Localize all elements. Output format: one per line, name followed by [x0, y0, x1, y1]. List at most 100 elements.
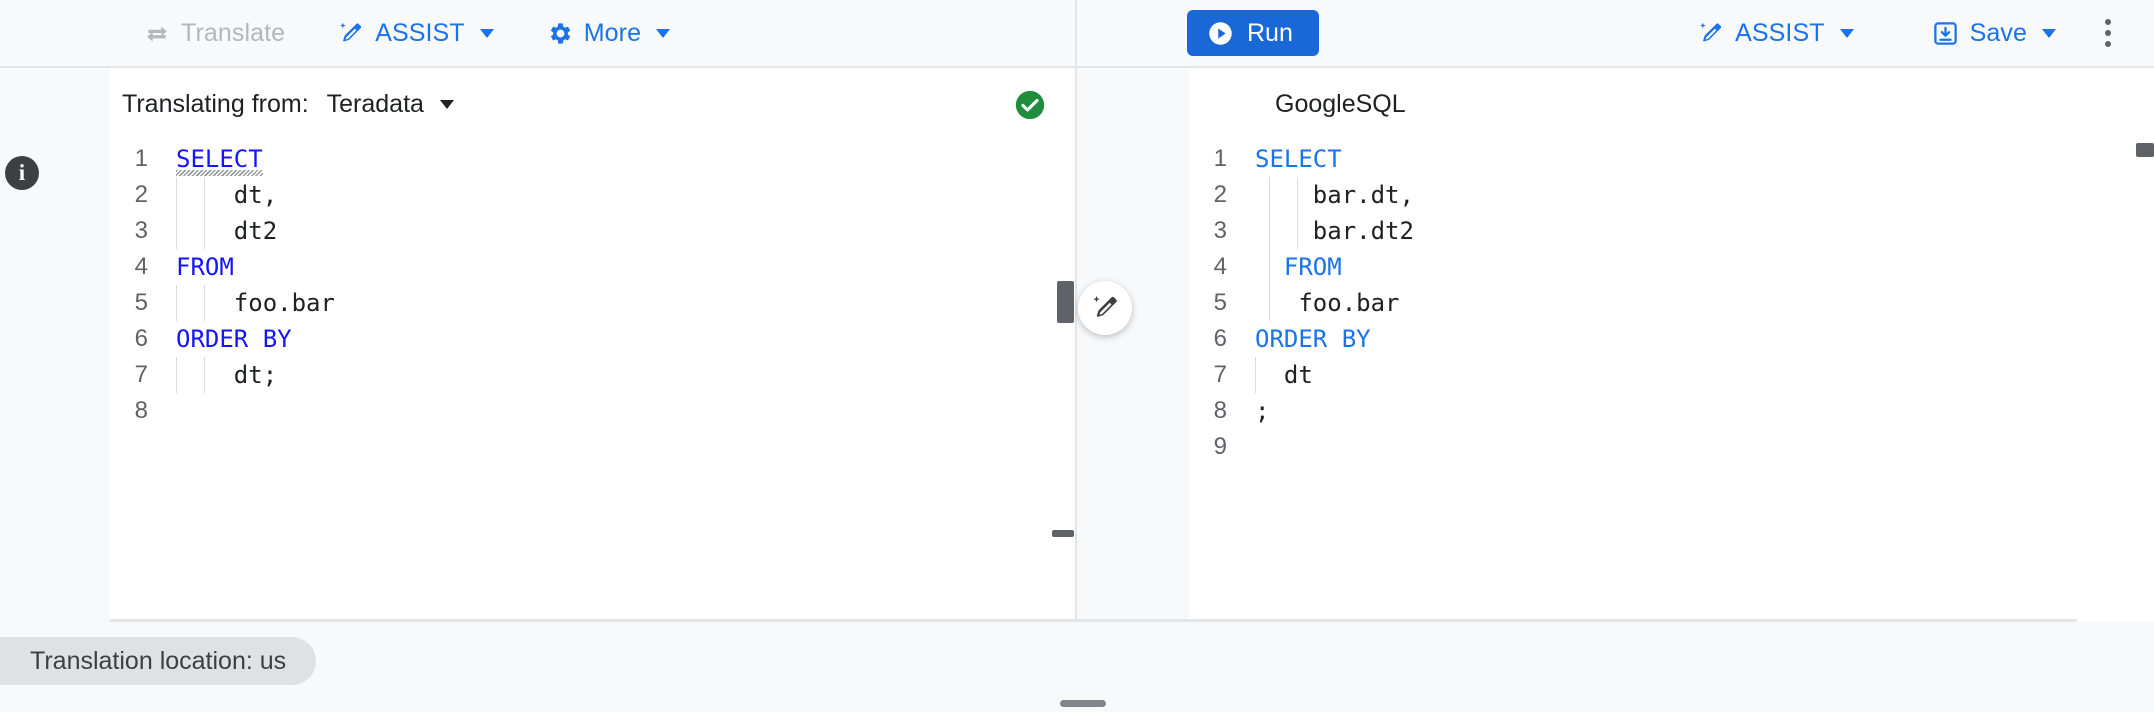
indent-guide: [204, 213, 205, 249]
sql-text: dt2: [176, 217, 278, 245]
code-line[interactable]: 7 dt;: [110, 357, 1075, 393]
sql-keyword: SELECT: [1255, 145, 1342, 173]
save-label: Save: [1969, 18, 2027, 47]
chevron-down-icon: [2042, 28, 2056, 38]
sql-keyword: FROM: [1255, 253, 1342, 281]
source-horizontal-scrollbar-thumb[interactable]: [1052, 530, 1074, 537]
line-text: ;: [1255, 393, 1269, 429]
footer-bar: Translation location: us: [0, 622, 2154, 712]
indent-guide: [1269, 249, 1270, 285]
chevron-down-icon: [1839, 28, 1854, 38]
target-info-gutter: [1079, 141, 1189, 622]
dialect-header-row: Translating from: Teradata GoogleSQL: [0, 68, 2154, 141]
source-dialect-select[interactable]: Teradata: [327, 90, 454, 119]
more-button[interactable]: More: [542, 13, 674, 54]
sql-text: bar.dt,: [1255, 181, 1414, 209]
gear-icon: [546, 20, 573, 47]
code-line[interactable]: 4 FROM: [1189, 249, 2154, 285]
indent-guide: [1269, 285, 1270, 321]
line-text: ORDER BY: [176, 321, 292, 357]
line-text: dt: [1255, 357, 1313, 393]
indent-guide: [1269, 177, 1270, 213]
line-number: 3: [1213, 217, 1227, 244]
line-number: 7: [134, 361, 148, 388]
line-number: 1: [134, 145, 148, 172]
chevron-down-icon: [656, 28, 671, 38]
sql-text: dt: [1255, 361, 1313, 389]
source-toolbar: Translate ASSIST More: [0, 0, 1077, 66]
code-line[interactable]: 5 foo.bar: [110, 285, 1075, 321]
line-number: 1: [1213, 145, 1227, 172]
line-number: 3: [134, 217, 148, 244]
chevron-down-icon: [479, 28, 494, 38]
sql-text: foo.bar: [176, 289, 335, 317]
magic-wand-edit-icon: [1090, 293, 1120, 323]
indent-guide: [176, 177, 177, 213]
sql-keyword: FROM: [176, 253, 234, 281]
panel-resize-grip[interactable]: [1060, 700, 1106, 707]
error-squiggle: [176, 170, 263, 176]
line-text: dt,: [176, 177, 277, 213]
line-text: foo.bar: [176, 285, 335, 321]
line-number: 2: [1213, 181, 1227, 208]
code-line[interactable]: 3 bar.dt2: [1189, 213, 2154, 249]
code-line[interactable]: 4 FROM: [110, 249, 1075, 285]
line-text: FROM: [176, 249, 234, 285]
code-line[interactable]: 3 dt2: [110, 213, 1075, 249]
editor-bottom-divider: [110, 619, 2077, 622]
code-line[interactable]: 1 SELECT: [110, 141, 1075, 177]
save-download-icon: [1932, 20, 1959, 47]
code-line[interactable]: 5 foo.bar: [1189, 285, 2154, 321]
source-dialect-value: Teradata: [326, 90, 424, 118]
line-number: 9: [1213, 433, 1227, 460]
run-label: Run: [1247, 18, 1293, 47]
line-number: 7: [1213, 361, 1227, 388]
vertical-dots-icon[interactable]: [2086, 11, 2130, 55]
sql-text: foo.bar: [1255, 289, 1400, 317]
code-line[interactable]: 1 SELECT: [1189, 141, 2154, 177]
translate-label: Translate: [181, 18, 286, 47]
info-circle-icon[interactable]: i: [5, 156, 39, 190]
target-vertical-scrollbar-thumb[interactable]: [2136, 143, 2154, 157]
line-text: bar.dt2: [1255, 213, 1414, 249]
target-dialect-value: GoogleSQL: [1275, 90, 1406, 118]
indent-guide: [1269, 213, 1270, 249]
code-line[interactable]: 8;: [1189, 393, 2154, 429]
source-info-gutter: i: [0, 141, 110, 622]
translate-button[interactable]: Translate: [140, 13, 289, 54]
code-line[interactable]: 2 dt,: [110, 177, 1075, 213]
pane-resize-handle[interactable]: [1057, 281, 1074, 323]
code-line[interactable]: 2 bar.dt,: [1189, 177, 2154, 213]
indent-guide: [204, 357, 205, 393]
assist-label-left: ASSIST: [375, 18, 465, 47]
play-circle-icon: [1207, 20, 1234, 47]
assist-button-left[interactable]: ASSIST: [333, 13, 498, 54]
sql-text: ;: [1255, 397, 1270, 425]
code-line[interactable]: 8: [110, 393, 1075, 429]
code-line[interactable]: 9: [1189, 429, 2154, 465]
line-number: 5: [1213, 289, 1227, 316]
indent-guide: [176, 285, 177, 321]
line-number: 4: [134, 253, 148, 280]
run-button[interactable]: Run: [1187, 10, 1319, 56]
more-label: More: [583, 18, 642, 47]
save-button[interactable]: Save: [1928, 13, 2060, 54]
assist-edit-fab[interactable]: [1078, 281, 1132, 335]
translate-swap-icon: [144, 20, 170, 46]
magic-wand-icon: [337, 20, 364, 47]
assist-button-right[interactable]: ASSIST: [1693, 13, 1858, 54]
sql-keyword: ORDER BY: [1255, 325, 1371, 353]
line-text: SELECT: [176, 141, 263, 177]
line-text: bar.dt,: [1255, 177, 1414, 213]
sql-keyword: ORDER BY: [176, 325, 292, 353]
code-line[interactable]: 7 dt: [1189, 357, 2154, 393]
indent-guide: [1255, 357, 1256, 393]
sql-text: dt;: [176, 361, 278, 389]
indent-guide: [176, 213, 177, 249]
